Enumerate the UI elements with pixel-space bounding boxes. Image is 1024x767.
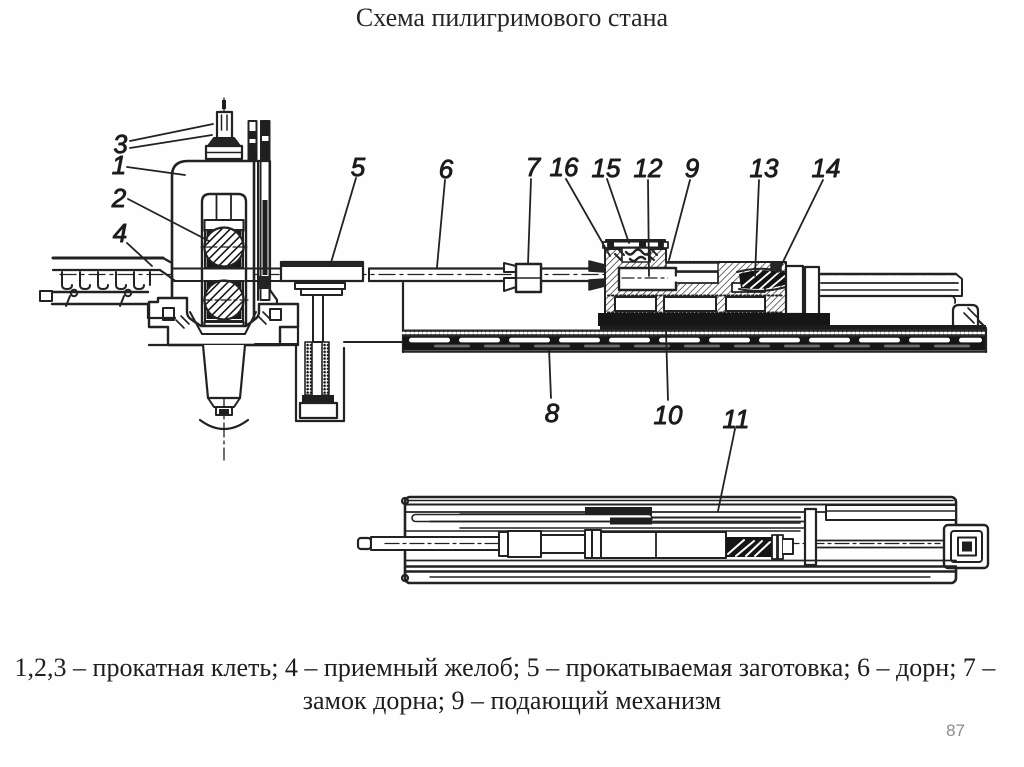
svg-text:2: 2 [111,183,127,213]
svg-text:14: 14 [812,153,841,183]
svg-text:15: 15 [592,153,621,183]
svg-text:7: 7 [526,152,542,182]
svg-text:4: 4 [113,218,127,248]
svg-text:1: 1 [112,150,126,180]
svg-text:5: 5 [351,152,366,182]
svg-text:10: 10 [654,400,683,430]
svg-text:6: 6 [439,154,454,184]
svg-text:12: 12 [634,153,663,183]
svg-text:9: 9 [685,153,699,183]
svg-text:8: 8 [545,398,560,428]
svg-text:3: 3 [112,129,129,160]
svg-text:11: 11 [723,404,750,434]
svg-text:13: 13 [750,153,779,183]
svg-text:16: 16 [550,152,579,182]
